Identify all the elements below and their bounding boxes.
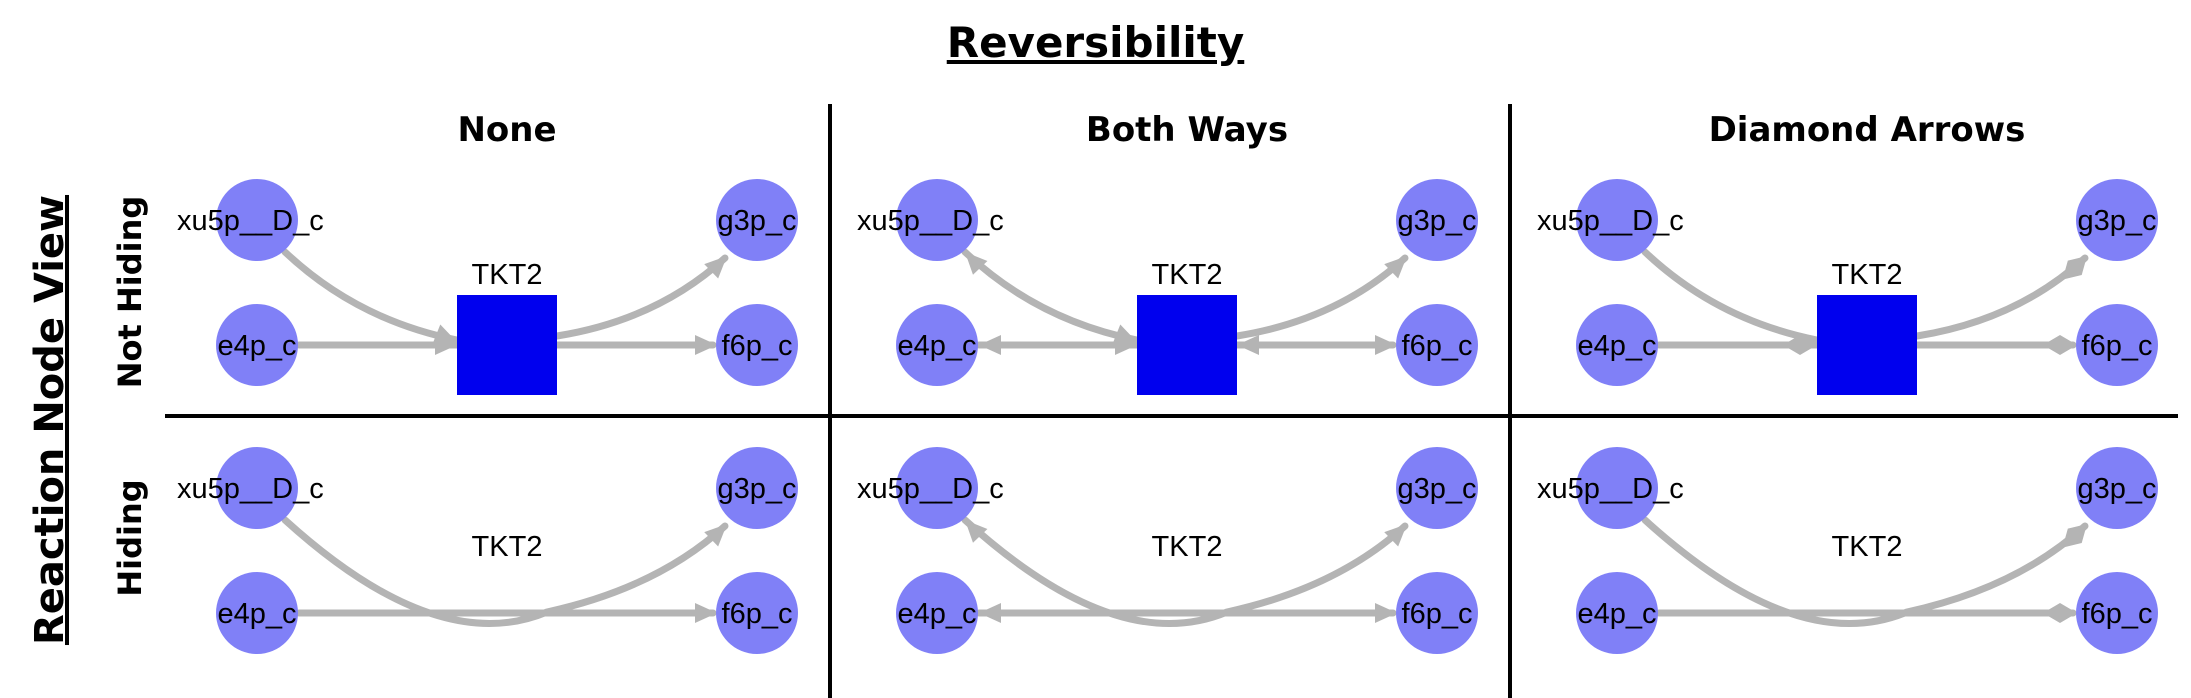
arrowhead-to-g3p xyxy=(704,524,727,547)
diamond-to-f6p xyxy=(2043,603,2077,623)
divider-horizontal xyxy=(165,414,2178,418)
reaction-label: TKT2 xyxy=(472,531,543,563)
diamond-into-reaction xyxy=(1783,335,1817,355)
metabolite-g3p-label: g3p_c xyxy=(2077,205,2156,237)
metabolite-xu5p-label: xu5p__D_c xyxy=(857,473,1004,505)
metabolite-xu5p-node xyxy=(1576,447,1658,529)
reaction-node xyxy=(1137,295,1237,395)
metabolite-g3p-label: g3p_c xyxy=(1397,205,1476,237)
reaction-label: TKT2 xyxy=(1152,259,1223,291)
arrowhead-to-f6p xyxy=(695,335,717,355)
metabolite-f6p-node xyxy=(1396,572,1478,654)
metabolite-xu5p-label: xu5p__D_c xyxy=(177,473,324,505)
metabolite-e4p-label: e4p_c xyxy=(897,598,976,630)
metabolite-e4p-node xyxy=(216,572,298,654)
reaction-label: TKT2 xyxy=(472,259,543,291)
metabolite-g3p-label: g3p_c xyxy=(2077,473,2156,505)
reaction-label: TKT2 xyxy=(1832,259,1903,291)
metabolite-xu5p-node xyxy=(216,179,298,261)
arrowhead-to-xu5p xyxy=(965,252,988,275)
metabolite-e4p-node xyxy=(896,572,978,654)
metabolite-xu5p-node xyxy=(896,447,978,529)
arrowhead-to-f6p xyxy=(695,603,717,623)
metabolite-g3p-label: g3p_c xyxy=(1397,473,1476,505)
metabolite-xu5p-node xyxy=(1576,179,1658,261)
panel-not-hiding-none: TKT2 xu5p__D_c e4p_c g3p_c f6p_c xyxy=(177,179,798,395)
divider-vertical-1 xyxy=(828,104,832,698)
row-header-hiding: Hiding xyxy=(111,479,149,597)
edge-xu5p-to-reaction xyxy=(281,248,461,344)
metabolite-f6p-label: f6p_c xyxy=(2082,330,2153,362)
edge-reaction-to-g3p xyxy=(553,254,729,340)
edge-reaction-to-g3p xyxy=(1913,254,2089,340)
metabolite-e4p-label: e4p_c xyxy=(217,598,296,630)
metabolite-e4p-label: e4p_c xyxy=(897,330,976,362)
edge-reaction-to-g3p xyxy=(1233,254,1409,340)
diamond-to-g3p xyxy=(2062,256,2087,280)
metabolite-e4p-label: e4p_c xyxy=(217,330,296,362)
metabolite-g3p-label: g3p_c xyxy=(717,205,796,237)
metabolite-g3p-node xyxy=(1396,447,1478,529)
figure-title: Reversibility xyxy=(946,18,1245,67)
arrowhead-to-g3p xyxy=(1384,256,1407,279)
diamond-to-f6p xyxy=(2043,335,2077,355)
arrowhead-to-e4p xyxy=(979,603,1001,623)
metabolite-e4p-label: e4p_c xyxy=(1577,598,1656,630)
edge-xu5p-to-reaction xyxy=(1641,248,1821,344)
arrowhead-back-to-reaction xyxy=(1237,335,1259,355)
metabolite-f6p-label: f6p_c xyxy=(1402,330,1473,362)
metabolite-f6p-node xyxy=(2076,304,2158,386)
arrowhead-to-f6p xyxy=(1375,603,1397,623)
metabolite-g3p-node xyxy=(2076,179,2158,261)
metabolite-e4p-node xyxy=(1576,572,1658,654)
metabolite-f6p-label: f6p_c xyxy=(2082,598,2153,630)
arrowhead-to-e4p xyxy=(979,335,1001,355)
metabolite-f6p-node xyxy=(716,572,798,654)
metabolite-xu5p-label: xu5p__D_c xyxy=(1537,205,1684,237)
metabolite-e4p-node xyxy=(1576,304,1658,386)
metabolite-g3p-node xyxy=(716,447,798,529)
reaction-label: TKT2 xyxy=(1832,531,1903,563)
metabolite-f6p-node xyxy=(1396,304,1478,386)
panel-not-hiding-both: TKT2 xu5p__D_c e4p_c g3p_c f6p_c xyxy=(857,179,1478,395)
metabolite-f6p-label: f6p_c xyxy=(1402,598,1473,630)
row-axis-title: Reaction Node View xyxy=(27,194,73,646)
metabolite-xu5p-label: xu5p__D_c xyxy=(857,205,1004,237)
metabolite-e4p-node xyxy=(896,304,978,386)
column-header-none: None xyxy=(457,110,557,150)
panel-not-hiding-diamond: TKT2 xu5p__D_c e4p_c g3p_c f6p_c xyxy=(1537,179,2158,395)
metabolite-f6p-node xyxy=(2076,572,2158,654)
divider-vertical-2 xyxy=(1508,104,1512,698)
reaction-node xyxy=(457,295,557,395)
panel-hiding-none: TKT2 xu5p__D_c e4p_c g3p_c f6p_c xyxy=(177,447,798,654)
metabolite-g3p-node xyxy=(716,179,798,261)
edge-xu5p-to-reaction xyxy=(961,248,1141,344)
column-header-both-ways: Both Ways xyxy=(1085,110,1289,150)
metabolite-g3p-label: g3p_c xyxy=(717,473,796,505)
arrowhead-into-reaction-bottom xyxy=(435,335,457,355)
row-header-not-hiding: Not Hiding xyxy=(111,195,149,389)
metabolite-e4p-node xyxy=(216,304,298,386)
column-header-diamond-arrows: Diamond Arrows xyxy=(1708,110,2026,150)
metabolite-xu5p-label: xu5p__D_c xyxy=(1537,473,1684,505)
reaction-label: TKT2 xyxy=(1152,531,1223,563)
metabolite-e4p-label: e4p_c xyxy=(1577,330,1656,362)
diamond-to-g3p xyxy=(2062,524,2087,548)
metabolite-xu5p-node xyxy=(216,447,298,529)
panel-hiding-diamond: TKT2 xu5p__D_c e4p_c g3p_c f6p_c xyxy=(1537,447,2158,654)
arrowhead-to-f6p xyxy=(1375,335,1397,355)
arrowhead-to-g3p xyxy=(704,256,727,279)
metabolite-f6p-label: f6p_c xyxy=(722,598,793,630)
panel-hiding-both: TKT2 xu5p__D_c e4p_c g3p_c f6p_c xyxy=(857,447,1478,654)
metabolite-f6p-node xyxy=(716,304,798,386)
metabolite-g3p-node xyxy=(1396,179,1478,261)
metabolite-f6p-label: f6p_c xyxy=(722,330,793,362)
arrowhead-to-xu5p xyxy=(965,520,988,543)
arrowhead-into-reaction-bottom xyxy=(1115,335,1137,355)
metabolite-xu5p-node xyxy=(896,179,978,261)
metabolite-g3p-node xyxy=(2076,447,2158,529)
reaction-node xyxy=(1817,295,1917,395)
metabolite-xu5p-label: xu5p__D_c xyxy=(177,205,324,237)
arrowhead-to-g3p xyxy=(1384,524,1407,547)
